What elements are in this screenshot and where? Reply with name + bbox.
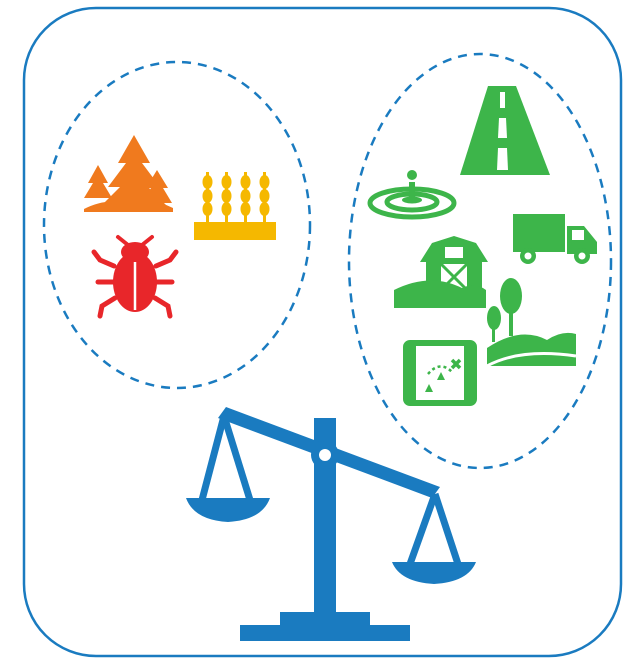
barn-farm-icon	[394, 236, 488, 308]
trees-hills-icon	[486, 278, 577, 368]
beetle-pest-icon	[91, 235, 179, 319]
water-spring-icon	[367, 170, 457, 220]
delivery-truck-icon	[513, 214, 597, 264]
threats-dashed-ellipse	[42, 60, 312, 390]
treasure-map-icon	[403, 340, 477, 406]
outer-frame	[22, 6, 623, 658]
highway-icon	[460, 86, 550, 175]
wheat-crop-icon	[194, 172, 276, 240]
assets-dashed-ellipse	[347, 52, 613, 470]
balance-scale-icon	[186, 407, 476, 641]
forest-icon	[84, 135, 173, 212]
